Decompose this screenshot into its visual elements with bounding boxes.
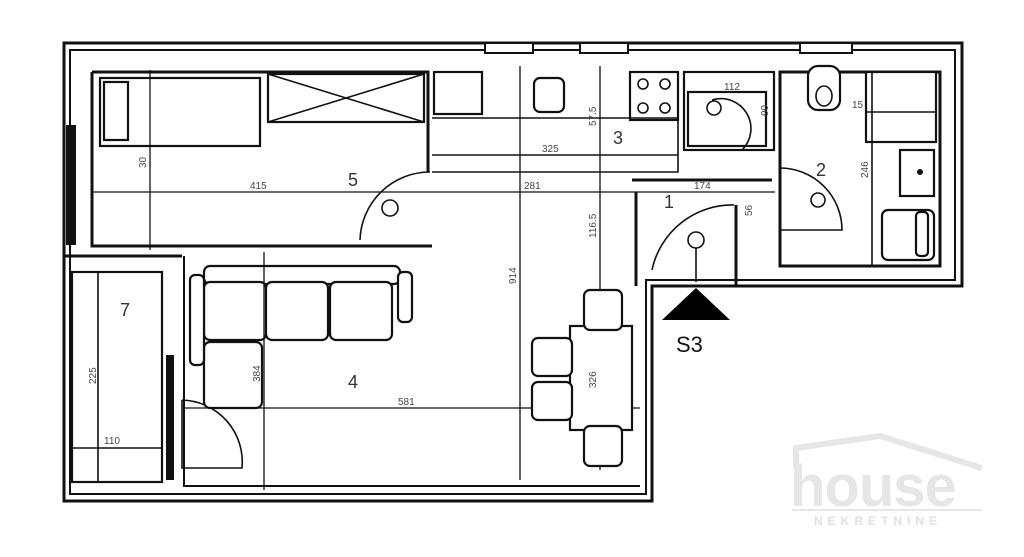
room-label-3: 3 [613,128,623,148]
room-1-hall [430,70,776,286]
watermark-brand: house [790,454,956,519]
room-label-5: 5 [348,170,358,190]
dim-415: 415 [250,181,267,192]
dim-15: 15 [852,100,864,111]
room-label-7: 7 [120,300,130,320]
room-labels: 5 3 1 2 4 7 [120,128,826,392]
dim-1165: 116.5 [588,213,599,238]
dim-325: 325 [542,144,559,155]
room-label-1: 1 [664,192,674,212]
room-label-2: 2 [816,160,826,180]
watermark-logo: house NEKRETNINE [790,432,983,528]
room-label-4: 4 [348,372,358,392]
dim-90: 90 [760,104,771,116]
dim-246: 246 [860,161,871,178]
dim-110: 110 [104,436,120,447]
dim-112: 112 [724,82,740,93]
dim-225: 225 [88,367,99,384]
dim-281: 281 [524,181,541,192]
dim-56: 56 [744,204,755,216]
dim-575: 57.5 [588,106,599,126]
dimension-labels: 415 325 281 174 112 581 110 914 116.5 57… [88,82,871,447]
entrance-marker: S3 [662,288,730,357]
room-2-bathroom [778,64,942,268]
watermark-subtitle: NEKRETNINE [814,514,942,528]
dim-914: 914 [508,267,519,284]
dim-581: 581 [398,397,415,408]
entrance-triangle-icon [662,288,730,320]
entrance-label: S3 [676,332,703,357]
room-4-living [183,252,640,490]
outer-walls [62,41,964,503]
dim-384: 384 [252,365,263,382]
dim-174: 174 [694,181,711,192]
house-roof-icon [793,432,983,471]
room-7-storage [64,254,244,484]
dim-326: 326 [588,371,599,388]
dim-30: 30 [138,156,149,168]
room-5-bedroom [90,70,432,250]
windows [66,42,853,245]
